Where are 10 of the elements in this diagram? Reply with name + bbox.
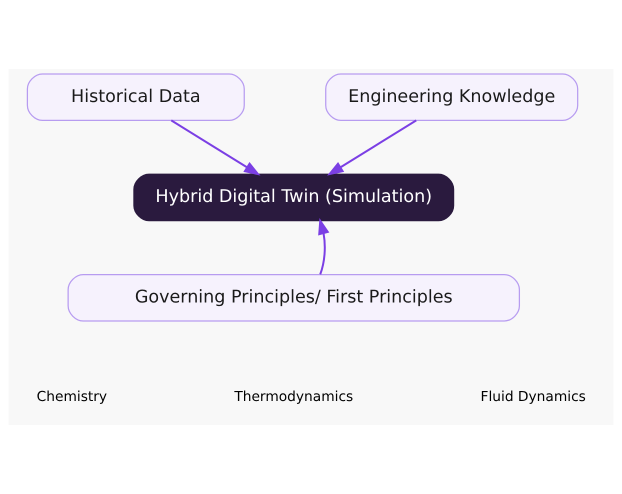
label: Thermodynamics	[234, 388, 354, 405]
node-box: Governing Principles/ First Principles	[68, 274, 520, 322]
label: Chemistry	[36, 388, 108, 405]
arrow	[318, 218, 330, 275]
arrow	[327, 120, 417, 176]
label: Fluid Dynamics	[480, 388, 586, 405]
node-box: Historical Data	[26, 73, 245, 122]
arrow	[170, 120, 260, 176]
node-box: Hybrid Digital Twin (Simulation)	[133, 174, 454, 222]
node-box: Engineering Knowledge	[325, 73, 578, 122]
